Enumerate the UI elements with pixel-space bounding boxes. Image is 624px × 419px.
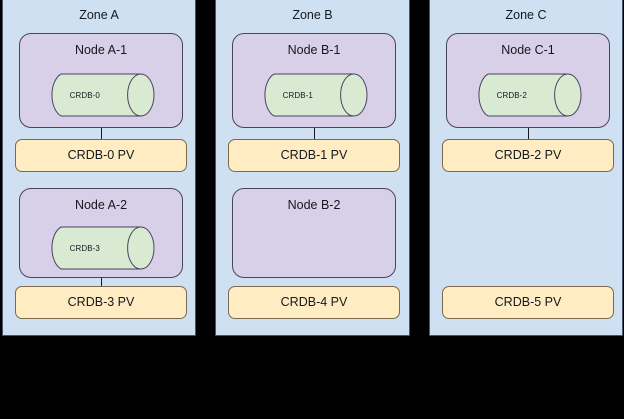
persistent-volume-box: CRDB-5 PV — [442, 286, 614, 319]
database-cylinder: CRDB-1 — [260, 73, 368, 117]
persistent-volume-label: CRDB-5 PV — [494, 295, 562, 309]
pv-connector-line — [101, 128, 102, 139]
database-cylinder: CRDB-2 — [474, 73, 582, 117]
persistent-volume-box: CRDB-0 PV — [15, 139, 187, 172]
persistent-volume-label: CRDB-1 PV — [280, 148, 348, 162]
database-cylinder: CRDB-0 — [47, 73, 155, 117]
persistent-volume-label: CRDB-4 PV — [280, 295, 348, 309]
persistent-volume-label: CRDB-2 PV — [494, 148, 562, 162]
node-title: Node A-1 — [74, 43, 128, 57]
persistent-volume-box: CRDB-2 PV — [442, 139, 614, 172]
zone-title: Zone C — [505, 8, 547, 22]
zone-title: Zone A — [79, 8, 119, 22]
node-title: Node A-2 — [74, 198, 128, 212]
node-box: Node B-2 — [232, 188, 396, 278]
persistent-volume-box: CRDB-4 PV — [228, 286, 400, 319]
pv-connector-line — [314, 128, 315, 139]
node-title: Node C-1 — [501, 43, 555, 57]
persistent-volume-label: CRDB-0 PV — [67, 148, 135, 162]
persistent-volume-box: CRDB-1 PV — [228, 139, 400, 172]
pv-connector-line — [101, 278, 102, 286]
persistent-volume-label: CRDB-3 PV — [67, 295, 135, 309]
node-title: Node B-2 — [287, 198, 341, 212]
database-cylinder: CRDB-3 — [47, 226, 155, 270]
zone-title: Zone B — [292, 8, 333, 22]
persistent-volume-box: CRDB-3 PV — [15, 286, 187, 319]
pv-connector-line — [528, 128, 529, 139]
node-title: Node B-1 — [287, 43, 341, 57]
